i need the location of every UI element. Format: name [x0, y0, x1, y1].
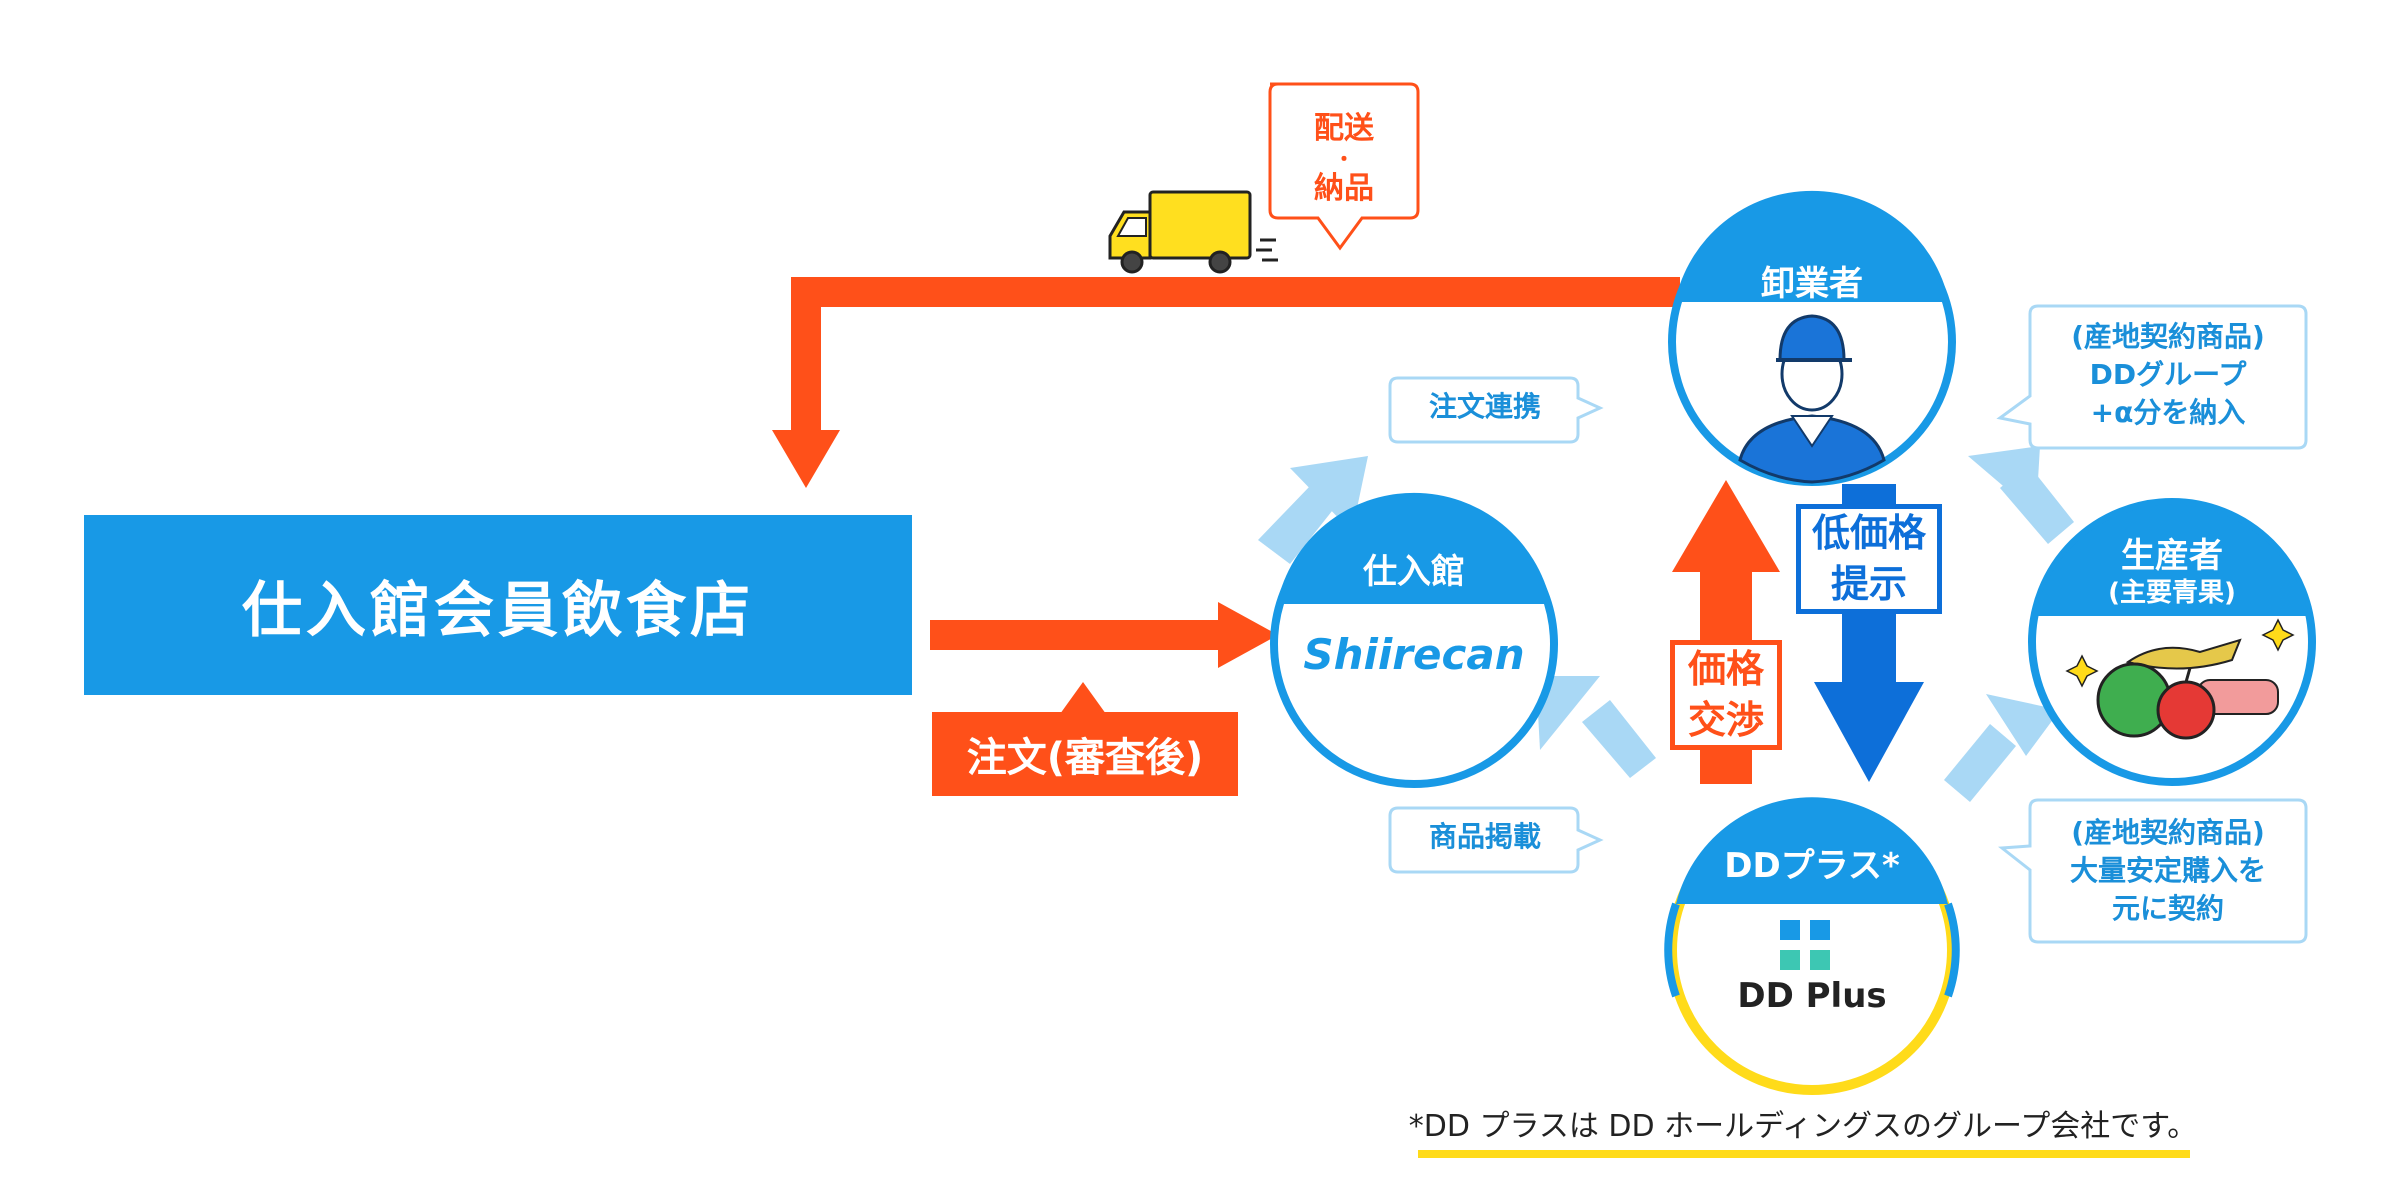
delivery-dot: ・: [1334, 147, 1354, 171]
producer-title: 生産者: [2121, 536, 2223, 576]
producer-to-wholesaler-arrow: [1968, 446, 2074, 544]
producer-wholesaler-callout: (産地契約商品) DDグループ +α分を納入: [2032, 318, 2304, 431]
footnote-underline: [1418, 1150, 2190, 1158]
producer-to-ddplus-arrow: [1944, 694, 2060, 802]
callout-line: DDグループ: [2089, 357, 2247, 391]
order-arrow: [930, 602, 1278, 668]
shiirekan-node: [1270, 492, 1558, 788]
restaurant-bar: [84, 515, 912, 695]
producer-ddplus-callout-bubble: [1998, 798, 2308, 944]
order-link-callout: 注文連携: [1428, 390, 1541, 423]
delivery-callout: 配送 ・ 納品: [1272, 108, 1416, 210]
price-negotiation-line: 価格: [1687, 646, 1764, 691]
shiirekan-title: 仕入館: [1363, 552, 1465, 592]
dd-plus-logo-icon: [1778, 918, 1832, 972]
delivery-callout-bubble: [1268, 82, 1420, 251]
delivery-arrow: [772, 277, 1680, 488]
callout-line: +α分を納入: [2090, 395, 2246, 429]
price-negotiation-line: 交渉: [1687, 698, 1764, 742]
produce-icon: [2065, 618, 2295, 740]
low-price-offer-line: 低価格: [1811, 510, 1926, 555]
callout-line: (産地契約商品): [2071, 816, 2265, 849]
low-price-offer-line: 提示: [1830, 562, 1907, 606]
ddplus-title: DDプラス*: [1724, 846, 1900, 886]
worker-icon: [1738, 314, 1886, 484]
producer-node: [2028, 498, 2316, 786]
order-label-pointer: [1060, 682, 1106, 714]
delivery-line2: 納品: [1314, 171, 1374, 206]
producer-subtitle: (主要青果): [2108, 578, 2236, 608]
shiirekan-logo: Shiirecan: [1303, 630, 1525, 679]
callout-line: 大量安定購入を: [2069, 853, 2266, 887]
truck-icon: [1108, 190, 1278, 274]
low-price-offer-label: 低価格 提示: [1796, 504, 1942, 614]
producer-ddplus-callout: (産地契約商品) 大量安定購入を 元に契約: [2032, 814, 2304, 927]
ddplus-logo: DD Plus: [1737, 976, 1887, 1016]
restaurant-title: 仕入館会員飲食店: [242, 575, 754, 646]
ddplus-node: [1664, 797, 1960, 1095]
producer-wholesaler-callout-bubble: [1996, 304, 2308, 450]
callout-line: 元に契約: [2111, 891, 2224, 925]
price-negotiation-label: 価格 交渉: [1670, 640, 1782, 750]
order-link-callout-bubble: [1388, 376, 1604, 444]
callout-line: (産地契約商品): [2071, 320, 2265, 353]
product-listing-callout: 商品掲載: [1428, 820, 1541, 853]
ddplus-to-shiirekan-arrow: [1536, 676, 1656, 778]
order-label: 注文(審査後): [932, 712, 1238, 796]
wholesaler-node: [1668, 190, 1956, 486]
footnote: *DD プラスは DD ホールディングスのグループ会社です。: [1408, 1109, 2198, 1144]
delivery-line1: 配送: [1314, 111, 1374, 146]
product-listing-callout-bubble: [1388, 806, 1604, 874]
wholesaler-title: 卸業者: [1761, 264, 1863, 304]
